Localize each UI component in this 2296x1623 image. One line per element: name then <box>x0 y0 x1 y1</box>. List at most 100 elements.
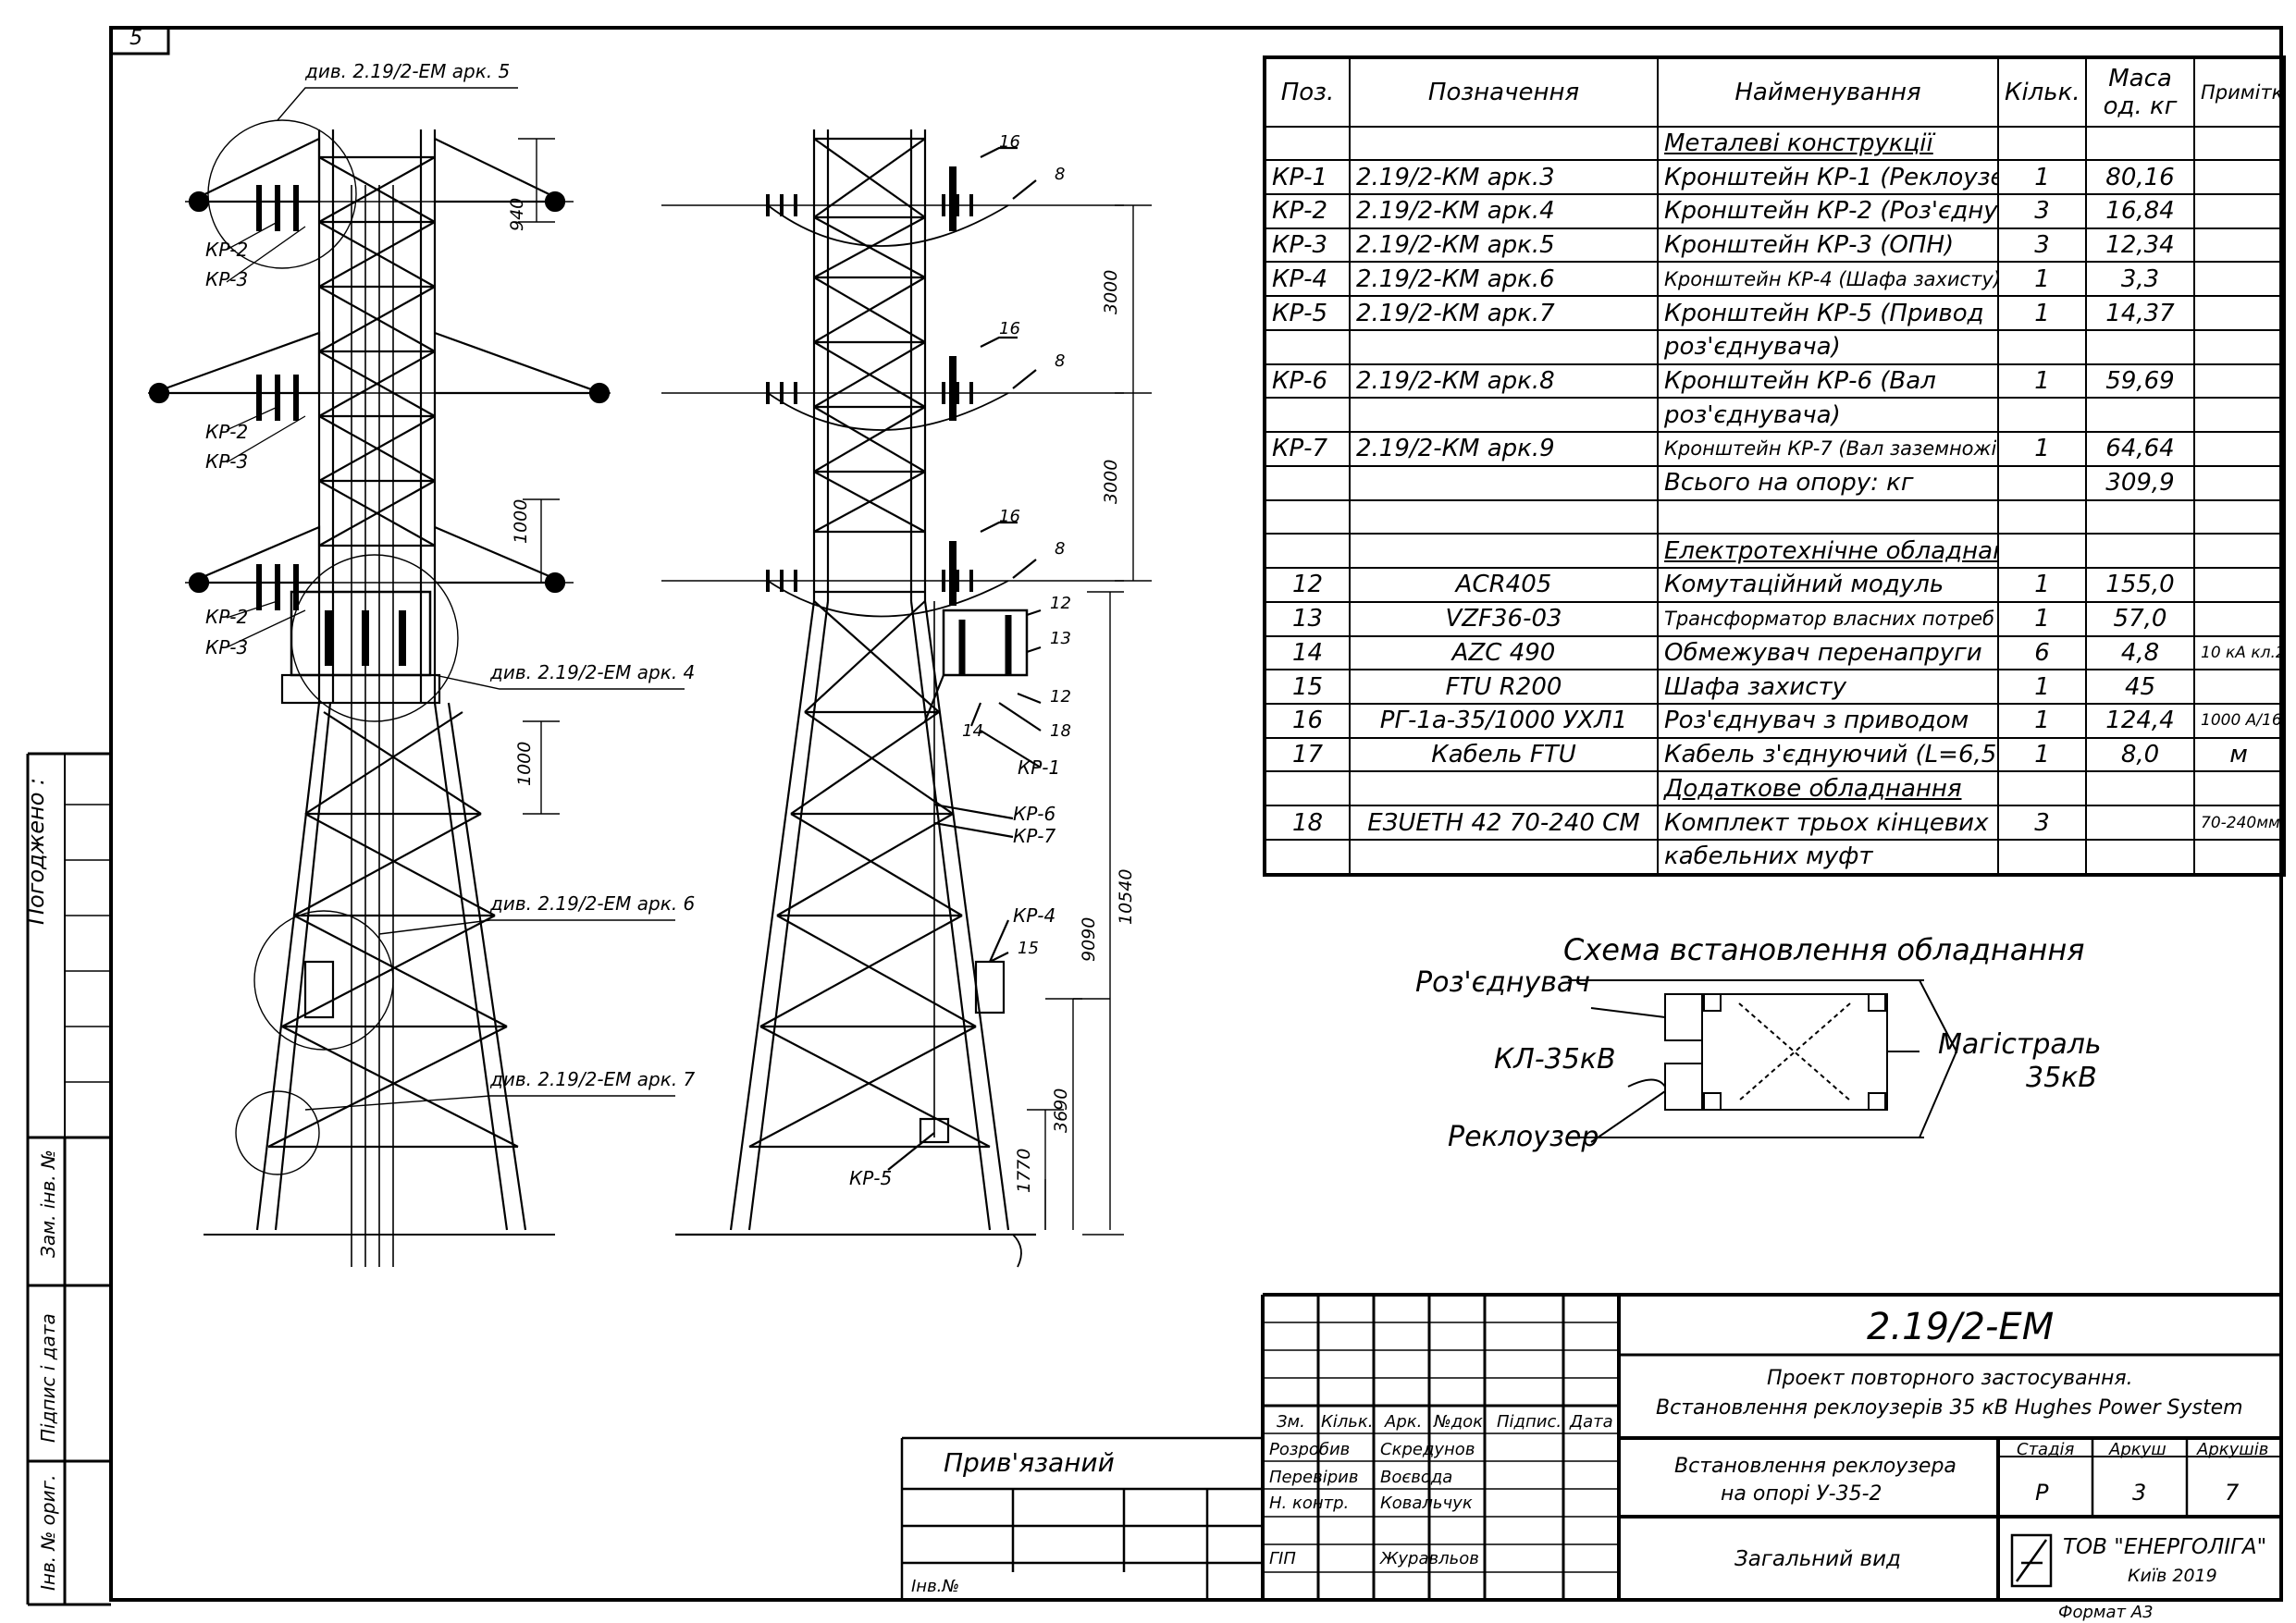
qty-cell: 1 <box>1997 567 2087 603</box>
desig-cell: EЗUETH 42 70-240 CM <box>1349 805 1659 841</box>
mass-cell: 8,0 <box>2085 736 2195 773</box>
name-cell: Кронштейн КР-1 (Реклоузер) <box>1657 159 1999 195</box>
name-cell: Роз'єднувач з приводом <box>1657 703 1999 739</box>
role-norm-control: Н. контр. <box>1269 1494 1350 1513</box>
mass-cell: 16,84 <box>2085 192 2195 229</box>
city-year: Київ 2019 <box>2128 1566 2217 1586</box>
bound-label: Прив'язаний <box>944 1447 1115 1478</box>
project-line2: Встановлення реклоузерів 35 кВ Hughes Po… <box>1656 1396 2243 1420</box>
mass-cell <box>2085 805 2195 841</box>
table-row: КР-5 2.19/2-КМ арк.7 Кронштейн КР-5 (При… <box>1264 295 2285 331</box>
section-additional: Додаткове обладнання <box>1657 770 1999 807</box>
mass-cell: 155,0 <box>2085 567 2195 603</box>
name-cell: Кронштейн КР-5 (Привод <box>1657 295 1999 331</box>
side-strip <box>26 752 111 1606</box>
table-row: 18 EЗUETH 42 70-240 CM Комплект трьох кі… <box>1264 805 2285 841</box>
name-cell: Трансформатор власних потреб <box>1657 600 1999 637</box>
note-cell <box>2193 669 2285 705</box>
desig-cell: 2.19/2-КМ арк.9 <box>1349 431 1659 467</box>
desig-cell: AZC 490 <box>1349 634 1659 671</box>
mass-cell: 12,34 <box>2085 227 2195 264</box>
scheme-title: Схема встановлення обладнання <box>1563 932 2085 967</box>
name-cell: Комутаційний модуль <box>1657 567 1999 603</box>
name-checker: Воєвода <box>1380 1468 1453 1487</box>
table-row: кабельних муфт <box>1264 838 2285 877</box>
name-developer: Скредунов <box>1380 1440 1475 1459</box>
dim-10540: 10540 <box>1116 868 1136 925</box>
dim-1000-top: 1000 <box>511 498 531 544</box>
installation-scheme <box>1568 979 1957 1143</box>
section-row: Додаткове обладнання <box>1264 770 2285 807</box>
scheme-main-line1: Магістраль <box>1938 1028 2102 1061</box>
inv-replace-label: Зам. інв. № <box>37 1150 59 1258</box>
qty-cell: 1 <box>1997 363 2087 400</box>
desig-cell: 2.19/2-КМ арк.4 <box>1349 192 1659 229</box>
desig-cell: Кабель FTU <box>1349 736 1659 773</box>
pos-label: 13 <box>1050 629 1071 648</box>
col-header-date: Дата <box>1570 1412 1613 1432</box>
empty-row <box>1264 498 2285 535</box>
name-cell: Обмежувач перенапруги <box>1657 634 1999 671</box>
desig-cell: 2.19/2-КМ арк.5 <box>1349 227 1659 264</box>
section-row: Електротехнічне обладнання <box>1264 533 2285 570</box>
role-developer: Розробив <box>1269 1440 1351 1459</box>
stage-label: Стадія <box>2017 1440 2075 1459</box>
sheet-number: 5 <box>130 27 142 50</box>
desig-cell: 2.19/2-КМ арк.7 <box>1349 295 1659 331</box>
dim-940: 940 <box>507 197 527 231</box>
name-cell: Кронштейн КР-4 (Шафа захисту) <box>1657 261 1999 298</box>
tower-side-view <box>661 129 1152 1268</box>
pos-label: 8 <box>1055 165 1066 184</box>
note-cell: 70-240мм² <box>2193 805 2285 841</box>
doc-code: 2.19/2-ЕМ <box>1867 1306 2055 1348</box>
pos-cell: КР-6 <box>1264 363 1351 400</box>
pos-cell: КР-2 <box>1264 192 1351 229</box>
sign-date-label: Підпис і дата <box>37 1313 59 1443</box>
table-row: КР-6 2.19/2-КМ арк.8 Кронштейн КР-6 (Вал… <box>1264 363 2285 400</box>
kr6-label: КР-6 <box>1013 803 1056 825</box>
table-row: роз'єднувача) <box>1264 397 2285 434</box>
qty-cell: 6 <box>1997 634 2087 671</box>
total-label: Всього на опору: кг <box>1657 464 1999 501</box>
company-name: ТОВ "ЕНЕРГОЛІГА" <box>2063 1535 2267 1559</box>
sheets-value: 7 <box>2225 1480 2240 1506</box>
name-cell: Кронштейн КР-6 (Вал <box>1657 363 1999 400</box>
qty-cell: 1 <box>1997 159 2087 195</box>
pos-cell: 18 <box>1264 805 1351 841</box>
desig-cell: ACR405 <box>1349 567 1659 603</box>
pos-cell: 16 <box>1264 703 1351 739</box>
scheme-cable: КЛ-35кВ <box>1494 1043 1616 1076</box>
sheet-value: 3 <box>2132 1480 2147 1506</box>
dim-3000-mid: 3000 <box>1101 459 1121 504</box>
tower-front-view <box>148 87 685 1267</box>
desig-cell: 2.19/2-КМ арк.3 <box>1349 159 1659 195</box>
scheme-disconnector: Роз'єднувач <box>1415 966 1591 999</box>
col-mass-line1: Маса <box>2108 64 2172 92</box>
scheme-main-line2: 35кВ <box>2026 1062 2097 1094</box>
table-row: 14 AZC 490 Обмежувач перенапруги 6 4,8 1… <box>1264 634 2285 671</box>
kr7-label: КР-7 <box>1013 825 1056 847</box>
kr4-label: КР-4 <box>1013 904 1056 927</box>
note-cell: 1000 А/16 кА <box>2193 703 2285 739</box>
specification-table: Поз. Позначення Найменування Кільк. Маса… <box>1263 55 2286 877</box>
col-mass-line2: од. кг <box>2103 92 2178 120</box>
dim-1000-bottom: 1000 <box>514 741 535 786</box>
qty-cell: 1 <box>1997 736 2087 773</box>
col-header-doc: №док. <box>1434 1412 1488 1432</box>
pos-cell: КР-1 <box>1264 159 1351 195</box>
note-cell <box>2193 600 2285 637</box>
qty-cell: 1 <box>1997 600 2087 637</box>
pos-label: 8 <box>1055 351 1066 371</box>
qty-cell: 1 <box>1997 261 2087 298</box>
name-cell: Шафа захисту <box>1657 669 1999 705</box>
pos-label: 16 <box>999 507 1020 526</box>
sheet-title-line1: Встановлення реклоузера <box>1674 1455 1957 1478</box>
mass-cell: 4,8 <box>2085 634 2195 671</box>
name-cont-cell: кабельних муфт <box>1657 838 1999 877</box>
col-qty: Кільк. <box>1997 56 2087 128</box>
pos-label: 12 <box>1050 594 1071 613</box>
col-designation: Позначення <box>1349 56 1659 128</box>
